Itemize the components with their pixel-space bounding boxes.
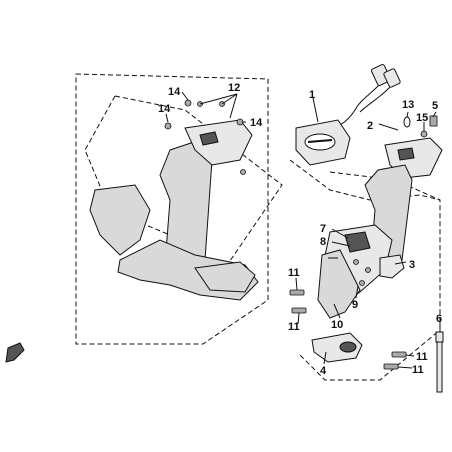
callout-10: 10 xyxy=(331,319,343,331)
screw-bottom-left xyxy=(240,169,246,175)
leader-11-b xyxy=(297,312,300,325)
leader-11-d xyxy=(397,366,413,369)
bolt-11-b xyxy=(291,307,307,314)
callout-14-b: 14 xyxy=(158,103,171,115)
leader-11-c xyxy=(405,354,415,357)
left-assembly-outline xyxy=(75,73,269,345)
screw-9-b xyxy=(365,267,371,273)
leader-14-b xyxy=(165,113,169,123)
screw-9-a xyxy=(353,259,359,265)
leader-11-a xyxy=(295,277,298,291)
bracket-stack-detail xyxy=(344,231,371,253)
callout-11-c: 11 xyxy=(416,351,428,363)
leader-1 xyxy=(312,97,319,123)
leader-9 xyxy=(355,285,359,299)
support-arm-10 xyxy=(317,249,361,319)
callout-11-b: 11 xyxy=(288,321,300,333)
callout-8: 8 xyxy=(320,236,326,248)
bolt-11-a xyxy=(289,289,305,296)
leader-12-c xyxy=(229,93,238,119)
lower-mount-4 xyxy=(311,332,363,363)
callout-5: 5 xyxy=(432,100,438,112)
harness-wire xyxy=(339,81,383,126)
harness-connector-b xyxy=(383,68,401,88)
side-bracket-3 xyxy=(379,254,405,279)
callout-12: 12 xyxy=(228,82,240,94)
callout-14-c: 14 xyxy=(250,117,263,129)
part-15-washer xyxy=(420,130,428,138)
leader-3 xyxy=(394,261,407,265)
bolt-11-c xyxy=(391,351,407,358)
leader-13 xyxy=(406,111,409,118)
callout-15: 15 xyxy=(416,112,428,124)
leader-8 xyxy=(331,241,351,247)
callout-6: 6 xyxy=(436,313,442,325)
callout-13: 13 xyxy=(402,99,414,111)
screw-14-left-a xyxy=(164,122,172,130)
right-top-clamp-holes xyxy=(397,147,415,161)
callout-11-d: 11 xyxy=(412,364,424,376)
bolt-11-d xyxy=(383,363,399,370)
callout-14-a: 14 xyxy=(168,86,181,98)
leader-14-a xyxy=(181,91,189,101)
left-front-cover xyxy=(194,261,256,293)
screw-14-left-b xyxy=(184,99,192,107)
cable-tie-head xyxy=(435,331,444,343)
callout-1: 1 xyxy=(309,89,315,101)
cable-tie-strap xyxy=(436,341,443,393)
left-cowl-panel xyxy=(89,184,151,256)
callout-3: 3 xyxy=(409,259,415,271)
callout-4: 4 xyxy=(320,365,327,377)
leader-12-a xyxy=(221,93,238,105)
left-top-clamp-holes xyxy=(199,131,219,146)
leader-5 xyxy=(432,111,437,118)
right-guide-upper xyxy=(289,159,441,201)
screw-9-c xyxy=(359,280,365,286)
small-clip-left xyxy=(5,342,25,363)
callout-11-a: 11 xyxy=(288,267,300,279)
meter-needle xyxy=(307,139,333,143)
leader-4 xyxy=(323,351,327,365)
callout-9: 9 xyxy=(352,299,358,311)
part-5-nut xyxy=(429,115,438,127)
leader-2 xyxy=(378,123,399,131)
leader-12-b xyxy=(199,93,238,105)
harness-wire-2 xyxy=(359,84,393,113)
part-13-clip xyxy=(403,116,411,128)
callout-7: 7 xyxy=(320,223,326,235)
callout-2: 2 xyxy=(367,120,373,132)
leader-7 xyxy=(331,228,349,239)
leader-10 xyxy=(333,303,341,319)
lower-mount-boss xyxy=(339,341,357,353)
